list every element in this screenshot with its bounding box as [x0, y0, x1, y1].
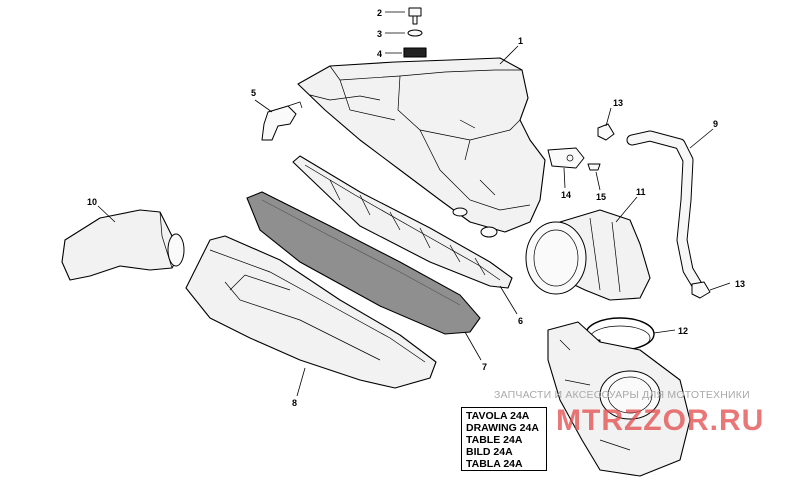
throttle-body: [547, 321, 691, 477]
airbox-body: [297, 57, 546, 238]
label-line-tabla: TABLA 24A: [466, 458, 523, 470]
callout-14: 14: [561, 190, 571, 200]
bolt: [408, 7, 422, 25]
callout-4: 4: [377, 49, 382, 59]
callout-15: 15: [596, 192, 606, 202]
washer: [407, 29, 423, 37]
callout-11: 11: [636, 187, 646, 197]
bracket: [547, 147, 585, 169]
watermark-logo: MTRZZOR.RU: [556, 404, 765, 437]
hose-clip-upper: [597, 123, 615, 141]
callout-6: 6: [518, 316, 523, 326]
filter-element: [246, 191, 481, 335]
callout-3: 3: [377, 29, 382, 39]
breather-hose: [626, 130, 706, 296]
label-line-tavola: TAVOLA 24A: [466, 410, 530, 422]
leader-lines: [97, 11, 731, 397]
label-line-bild: BILD 24A: [466, 446, 513, 458]
callout-7: 7: [482, 362, 487, 372]
rubber-manifold: [525, 209, 651, 301]
callout-10: 10: [87, 197, 97, 207]
watermark-tagline: ЗАПЧАСТИ И АКСЕССУАРЫ ДЛЯ МОТОТЕХНИКИ: [494, 389, 750, 401]
grommet: [403, 47, 427, 58]
label-line-table: TABLE 24A: [466, 434, 523, 446]
callout-1: 1: [518, 36, 523, 46]
callout-5: 5: [251, 88, 256, 98]
lower-cover: [185, 235, 437, 389]
label-line-drawing: DRAWING 24A: [466, 422, 539, 434]
callout-13-lower: 13: [735, 279, 745, 289]
callout-8: 8: [292, 398, 297, 408]
intake-duct: [61, 209, 185, 281]
drawing-label-box: TAVOLA 24A DRAWING 24A TABLE 24A BILD 24…: [461, 407, 547, 471]
screw: [587, 163, 601, 171]
callout-9: 9: [713, 119, 718, 129]
hose-clip-lower: [691, 281, 711, 299]
callout-2: 2: [377, 8, 382, 18]
filter-frame: [292, 155, 513, 289]
callout-13-upper: 13: [613, 98, 623, 108]
sensor-clip: [261, 101, 303, 141]
callout-12: 12: [678, 326, 688, 336]
